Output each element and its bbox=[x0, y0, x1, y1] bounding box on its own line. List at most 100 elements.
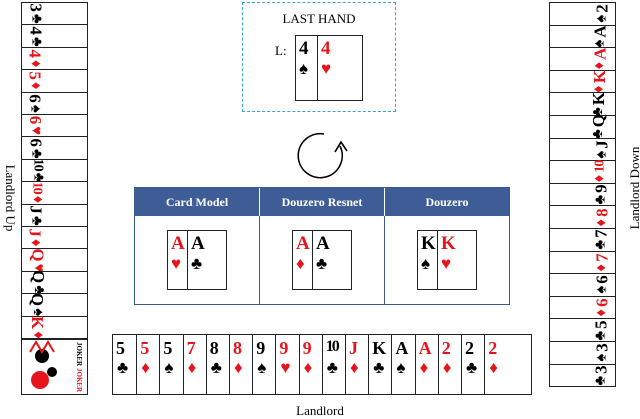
card-rank: 5 bbox=[140, 338, 150, 358]
playing-card: 7♦ bbox=[182, 335, 206, 394]
card-rank: 2 bbox=[592, 4, 612, 14]
playing-card: K♥ bbox=[437, 230, 477, 290]
card-suit: ♣ bbox=[210, 358, 222, 377]
landlord-up-label: Landlord Up bbox=[3, 164, 18, 232]
playing-card: ♦6 bbox=[549, 295, 616, 320]
card-suit: ♣ bbox=[592, 375, 609, 386]
card-suit: ♦ bbox=[296, 254, 305, 273]
card-rank: 4 bbox=[25, 49, 45, 58]
playing-card: 9♦ bbox=[298, 335, 322, 394]
playing-card: ♠2 bbox=[549, 2, 616, 26]
playing-card: ♠6 bbox=[549, 273, 616, 297]
playing-card: 6♠ bbox=[21, 91, 88, 115]
card-rank: 10 bbox=[325, 338, 340, 355]
card-suit: ♦ bbox=[141, 358, 150, 377]
last-hand-panel: LAST HAND L: 4♠4♥ bbox=[242, 2, 396, 112]
card-rank: 4 bbox=[321, 38, 331, 59]
playing-card: 4♦ bbox=[21, 46, 88, 71]
card-model-prediction: A♥A♣ bbox=[135, 216, 260, 304]
playing-card: ♦7 bbox=[549, 250, 616, 275]
card-suit: ♠ bbox=[593, 354, 610, 363]
playing-card: 3♣ bbox=[21, 2, 88, 26]
model-header-row: Card Model Douzero Resnet Douzero bbox=[135, 188, 509, 216]
playing-card: J♦ bbox=[345, 335, 368, 394]
playing-card: A♠ bbox=[391, 335, 414, 394]
playing-card: 10♣ bbox=[321, 335, 345, 394]
playing-card: A♣ bbox=[312, 230, 352, 290]
card-rank: 3 bbox=[592, 343, 612, 353]
header-douzero: Douzero bbox=[425, 194, 469, 209]
card-rank: 9 bbox=[302, 338, 312, 358]
douzero-resnet-prediction: A♦A♣ bbox=[260, 216, 385, 304]
card-rank: Q bbox=[28, 293, 48, 307]
card-rank: 4 bbox=[26, 25, 46, 35]
joker-icon bbox=[29, 340, 57, 389]
card-suit: ♣ bbox=[28, 36, 45, 47]
playing-card: 5♦ bbox=[21, 69, 88, 93]
playing-card: A♣ bbox=[187, 230, 227, 290]
card-rank: K bbox=[588, 91, 608, 105]
card-suit: ♦ bbox=[442, 358, 452, 377]
playing-card: J♦ bbox=[21, 226, 88, 250]
card-rank: J bbox=[26, 205, 46, 214]
card-suit: ♦ bbox=[591, 62, 608, 70]
card-suit: ♦ bbox=[303, 358, 313, 377]
card-rank: K bbox=[590, 70, 610, 84]
landlord-down-hand: ♠2♠A♦A♦K♣K♣Q♠J♦10♣9♦8♣7♦7♠6♦6♣5♠3♣3 bbox=[549, 2, 616, 407]
card-suit: ♠ bbox=[421, 254, 431, 273]
card-suit: ♥ bbox=[171, 254, 182, 273]
card-suit: ♣ bbox=[316, 254, 328, 273]
card-rank: 6 bbox=[592, 298, 612, 308]
card-rank: 8 bbox=[592, 208, 612, 217]
rotate-arrow-icon bbox=[297, 132, 348, 179]
card-rank: K bbox=[27, 315, 47, 330]
card-suit: ♥ bbox=[321, 59, 332, 78]
card-suit: ♣ bbox=[592, 330, 609, 341]
landlord-label: Landlord bbox=[296, 403, 344, 418]
card-rank: 2 bbox=[465, 338, 474, 358]
joker-label-top: JOKER bbox=[75, 342, 83, 367]
card-rank: J bbox=[349, 338, 358, 358]
card-rank: 2 bbox=[488, 338, 498, 358]
card-suit: ♦ bbox=[27, 239, 44, 247]
playing-card: K♦ bbox=[21, 315, 88, 339]
card-rank: 8 bbox=[209, 338, 219, 358]
last-hand-player-label: L: bbox=[275, 43, 287, 58]
card-suit: ♣ bbox=[28, 215, 45, 226]
card-suit: ♣ bbox=[592, 194, 609, 205]
playing-card: 2♣ bbox=[461, 335, 484, 394]
playing-card: ♣Q bbox=[549, 114, 616, 139]
card-rank: 10 bbox=[30, 158, 46, 171]
card-rank: 8 bbox=[233, 338, 242, 358]
card-suit: ♦ bbox=[419, 358, 429, 377]
landlord-hand: 5♣5♦5♠7♦8♣8♦9♠9♥9♦10♣J♦K♣A♠A♦2♦2♣2♦ bbox=[112, 334, 532, 395]
playing-card: 9♠ bbox=[252, 335, 275, 394]
card-rank: 5 bbox=[116, 338, 125, 358]
card-rank: 4 bbox=[299, 38, 309, 59]
card-suit: ♦ bbox=[350, 358, 359, 377]
playing-card: ♦10 bbox=[549, 160, 616, 184]
card-rank: 7 bbox=[591, 229, 611, 239]
card-rank: 9 bbox=[591, 184, 611, 193]
card-suit: ♠ bbox=[593, 286, 610, 295]
playing-card: Q♠ bbox=[21, 293, 88, 317]
card-rank: K bbox=[421, 233, 436, 254]
landlord-down-label: Landlord Down bbox=[627, 146, 640, 230]
card-suit: ♦ bbox=[593, 263, 610, 272]
card-rank: Q bbox=[29, 269, 49, 284]
card-rank: 10 bbox=[592, 161, 608, 174]
playing-card: ♦8 bbox=[549, 205, 616, 229]
card-suit: ♦ bbox=[27, 82, 44, 90]
card-rank: 3 bbox=[26, 3, 46, 13]
playing-card: 8♣ bbox=[205, 335, 229, 394]
playing-card: 6♣ bbox=[21, 136, 88, 160]
card-rank: 5 bbox=[163, 338, 173, 358]
playing-card: 5♠ bbox=[159, 335, 182, 394]
playing-card: Q♣ bbox=[21, 269, 88, 295]
playing-card: 5♦ bbox=[136, 335, 159, 394]
card-rank: 7 bbox=[186, 338, 196, 358]
playing-card: Q♥ bbox=[21, 248, 88, 272]
card-rank: 6 bbox=[26, 115, 46, 125]
playing-card: 4♥ bbox=[317, 35, 363, 101]
